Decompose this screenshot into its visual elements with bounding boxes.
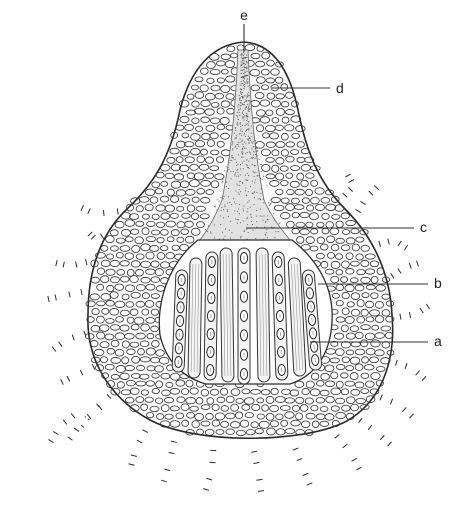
asci (172, 248, 322, 384)
label-c: c (420, 219, 427, 235)
label-d: d (336, 80, 344, 96)
label-e: e (240, 7, 248, 23)
label-a: a (434, 333, 442, 349)
label-b: b (434, 275, 442, 291)
